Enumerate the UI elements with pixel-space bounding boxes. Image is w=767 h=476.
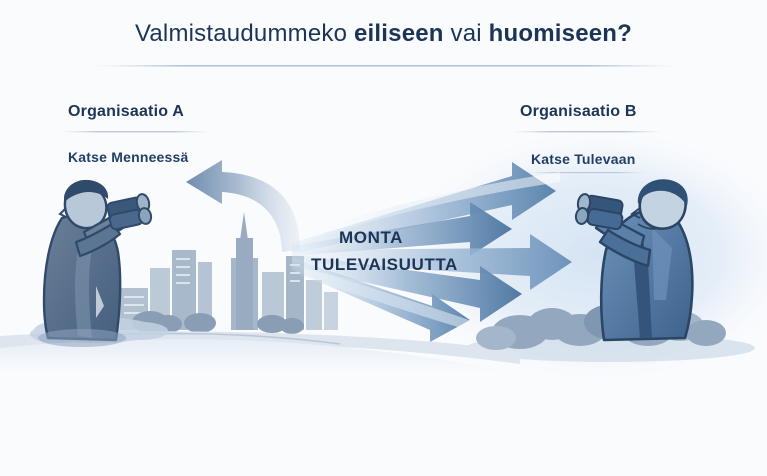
title-part-2: vai	[443, 20, 489, 47]
title-part-1: Valmistaudummeko	[134, 20, 354, 47]
left-figure-binoculars	[38, 179, 153, 347]
org-a-subtitle: Katse Menneessä	[68, 149, 189, 165]
forward-arrow-3	[292, 234, 572, 290]
city-skyline	[98, 212, 338, 334]
forward-arrow-4	[292, 254, 522, 322]
forward-arrow-2	[292, 202, 512, 256]
title-emphasis-2: huomiseen?	[488, 20, 633, 47]
org-a-underline	[60, 131, 210, 133]
forward-arrows-group	[288, 162, 572, 346]
center-label-line-2: TULEVAISUUTTA	[311, 255, 458, 274]
subtitle-b-underline	[527, 172, 647, 174]
center-label-line-1: MONTA	[339, 228, 404, 247]
binoculars-left	[106, 193, 153, 231]
org-b-underline	[512, 131, 662, 133]
page-title: Valmistaudummeko eiliseen vai huomiseen?	[0, 20, 767, 48]
org-a-heading: Organisaatio A	[68, 103, 185, 120]
right-figure-binoculars	[574, 179, 694, 342]
org-b-subtitle: Katse Tulevaan	[531, 151, 636, 167]
title-emphasis-1: eiliseen	[354, 20, 444, 47]
binoculars-right	[574, 193, 624, 231]
title-divider	[95, 65, 675, 67]
backward-arrow	[186, 160, 300, 252]
org-b-heading: Organisaatio B	[520, 103, 637, 120]
